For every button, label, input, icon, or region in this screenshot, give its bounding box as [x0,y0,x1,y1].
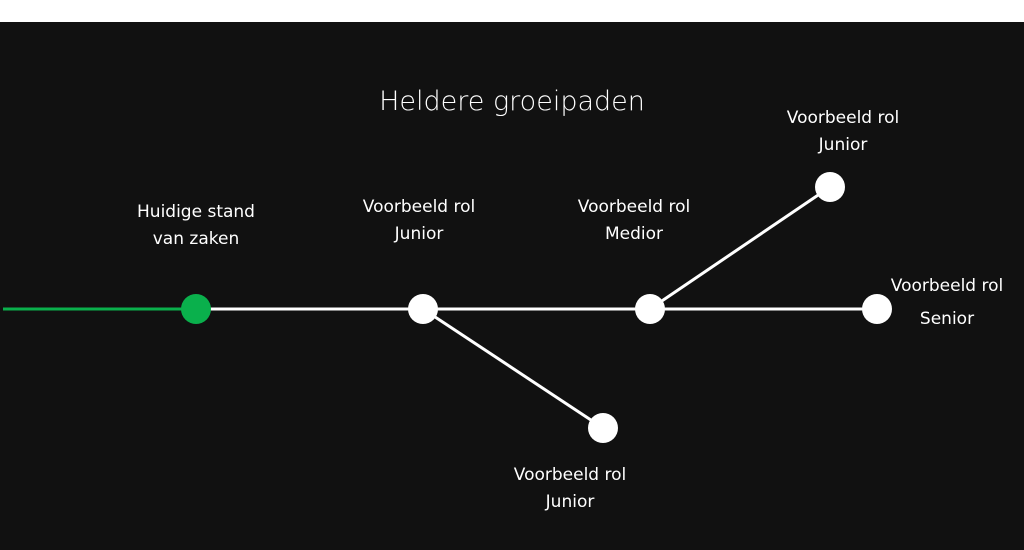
label-junior-main: Voorbeeld rol Junior [329,194,509,248]
node-medior [635,294,665,324]
node-current [181,294,211,324]
label-junior-bottom-line2: Junior [545,492,595,512]
label-senior: Voorbeeld rol Senior [873,273,1021,333]
label-current-line1: Huidige stand [137,202,255,222]
label-junior-bottom: Voorbeeld rol Junior [480,462,660,516]
label-junior-top: Voorbeeld rol Junior [753,105,933,159]
label-medior: Voorbeeld rol Medior [544,194,724,248]
label-medior-line1: Voorbeeld rol [577,197,691,217]
diagram-title: Heldere groeipaden [379,86,645,117]
node-junior-bottom [588,413,618,443]
branch-line-up [649,185,831,311]
node-senior [862,294,892,324]
label-junior-top-line1: Voorbeeld rol [786,108,900,128]
node-junior-main [408,294,438,324]
diagram-canvas [0,22,1024,550]
label-junior-bottom-line1: Voorbeeld rol [513,465,627,485]
label-senior-line1: Voorbeeld rol [890,276,1004,296]
label-junior-main-line1: Voorbeeld rol [362,197,476,217]
label-medior-line2: Medior [604,224,664,244]
node-junior-top [815,172,845,202]
label-current-line2: van zaken [152,229,240,249]
label-senior-line2: Senior [919,309,975,329]
label-junior-main-line2: Junior [394,224,444,244]
branch-line-down [422,307,604,430]
label-junior-top-line2: Junior [818,135,868,155]
label-current: Huidige stand van zaken [106,199,286,253]
